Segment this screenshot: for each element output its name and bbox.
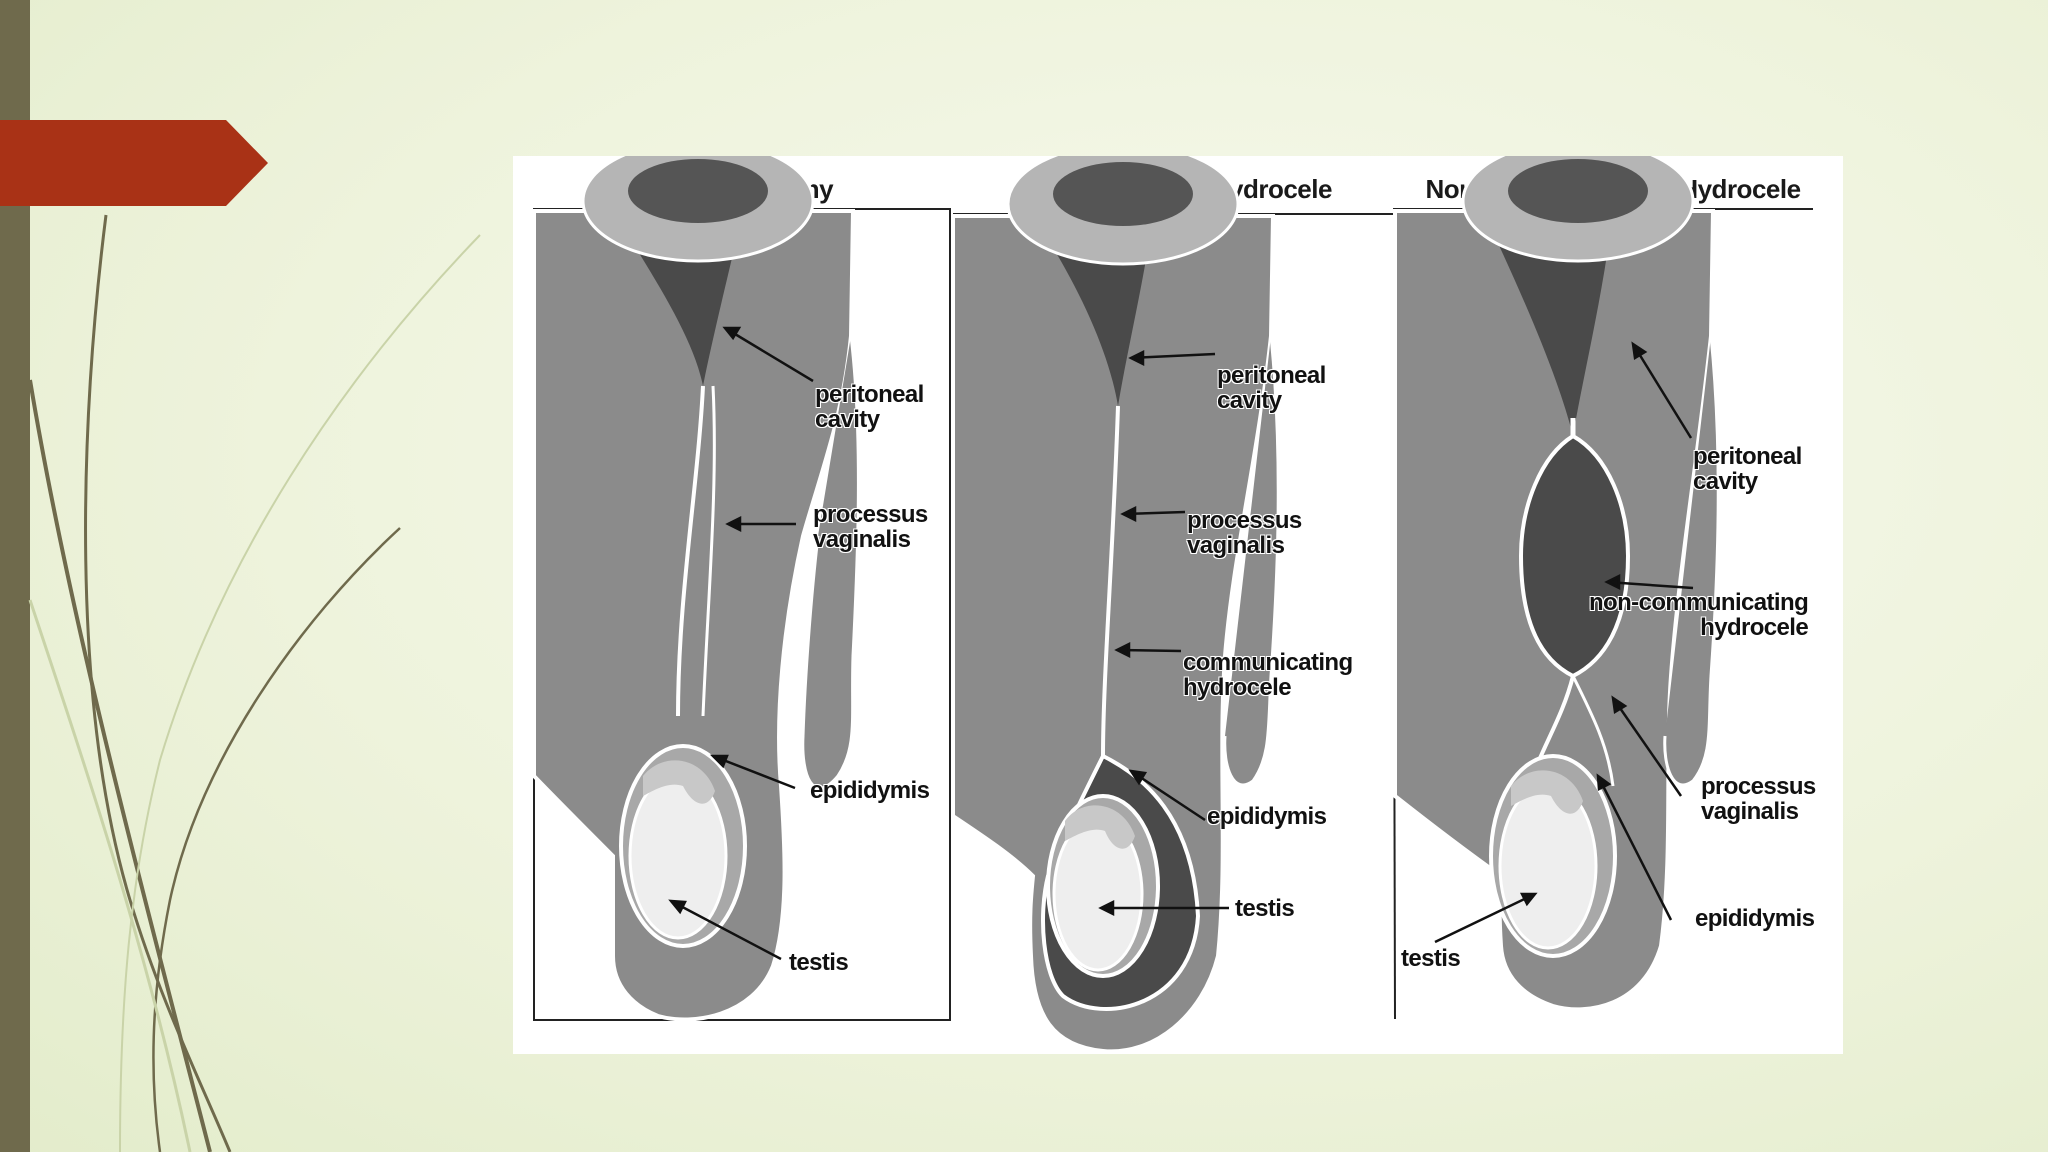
label-processus-vaginalis: processus vaginalis [1187, 507, 1302, 559]
label-peritoneal-cavity: peritoneal cavity [1217, 362, 1326, 414]
label-processus-vaginalis: processus vaginalis [1701, 773, 1816, 825]
hydrocele-figure: Normal Anatomy peritoneal cavity [513, 156, 1843, 1054]
accent-tab [0, 120, 268, 206]
decorative-curves [28, 214, 481, 1152]
label-peritoneal-cavity: peritoneal cavity [815, 381, 924, 433]
label-non-communicating-hydrocele: non-communicating hydrocele [1589, 589, 1809, 641]
label-processus-vaginalis: processus vaginalis [813, 501, 928, 553]
label-peritoneal-cavity: peritoneal cavity [1693, 443, 1802, 495]
label-testis: testis [789, 949, 849, 976]
label-epididymis: epididymis [1695, 905, 1815, 932]
non-communicating-hydrocele-illustration [1393, 156, 1813, 1020]
normal-anatomy-illustration [532, 156, 951, 1022]
label-epididymis: epididymis [810, 777, 930, 804]
label-communicating-hydrocele: communicating hydrocele [1183, 649, 1353, 701]
label-testis: testis [1401, 945, 1461, 972]
panel-normal-anatomy: Normal Anatomy peritoneal cavity [513, 156, 953, 1054]
label-testis: testis [1235, 895, 1295, 922]
panel-non-communicating-hydrocele: Non-Communicating Hydrocele [1393, 156, 1833, 1054]
panel-communicating-hydrocele: Communicating Hydrocele peritoneal cavit… [953, 156, 1393, 1054]
communicating-hydrocele-illustration [953, 156, 1393, 1054]
label-epididymis: epididymis [1207, 803, 1327, 830]
